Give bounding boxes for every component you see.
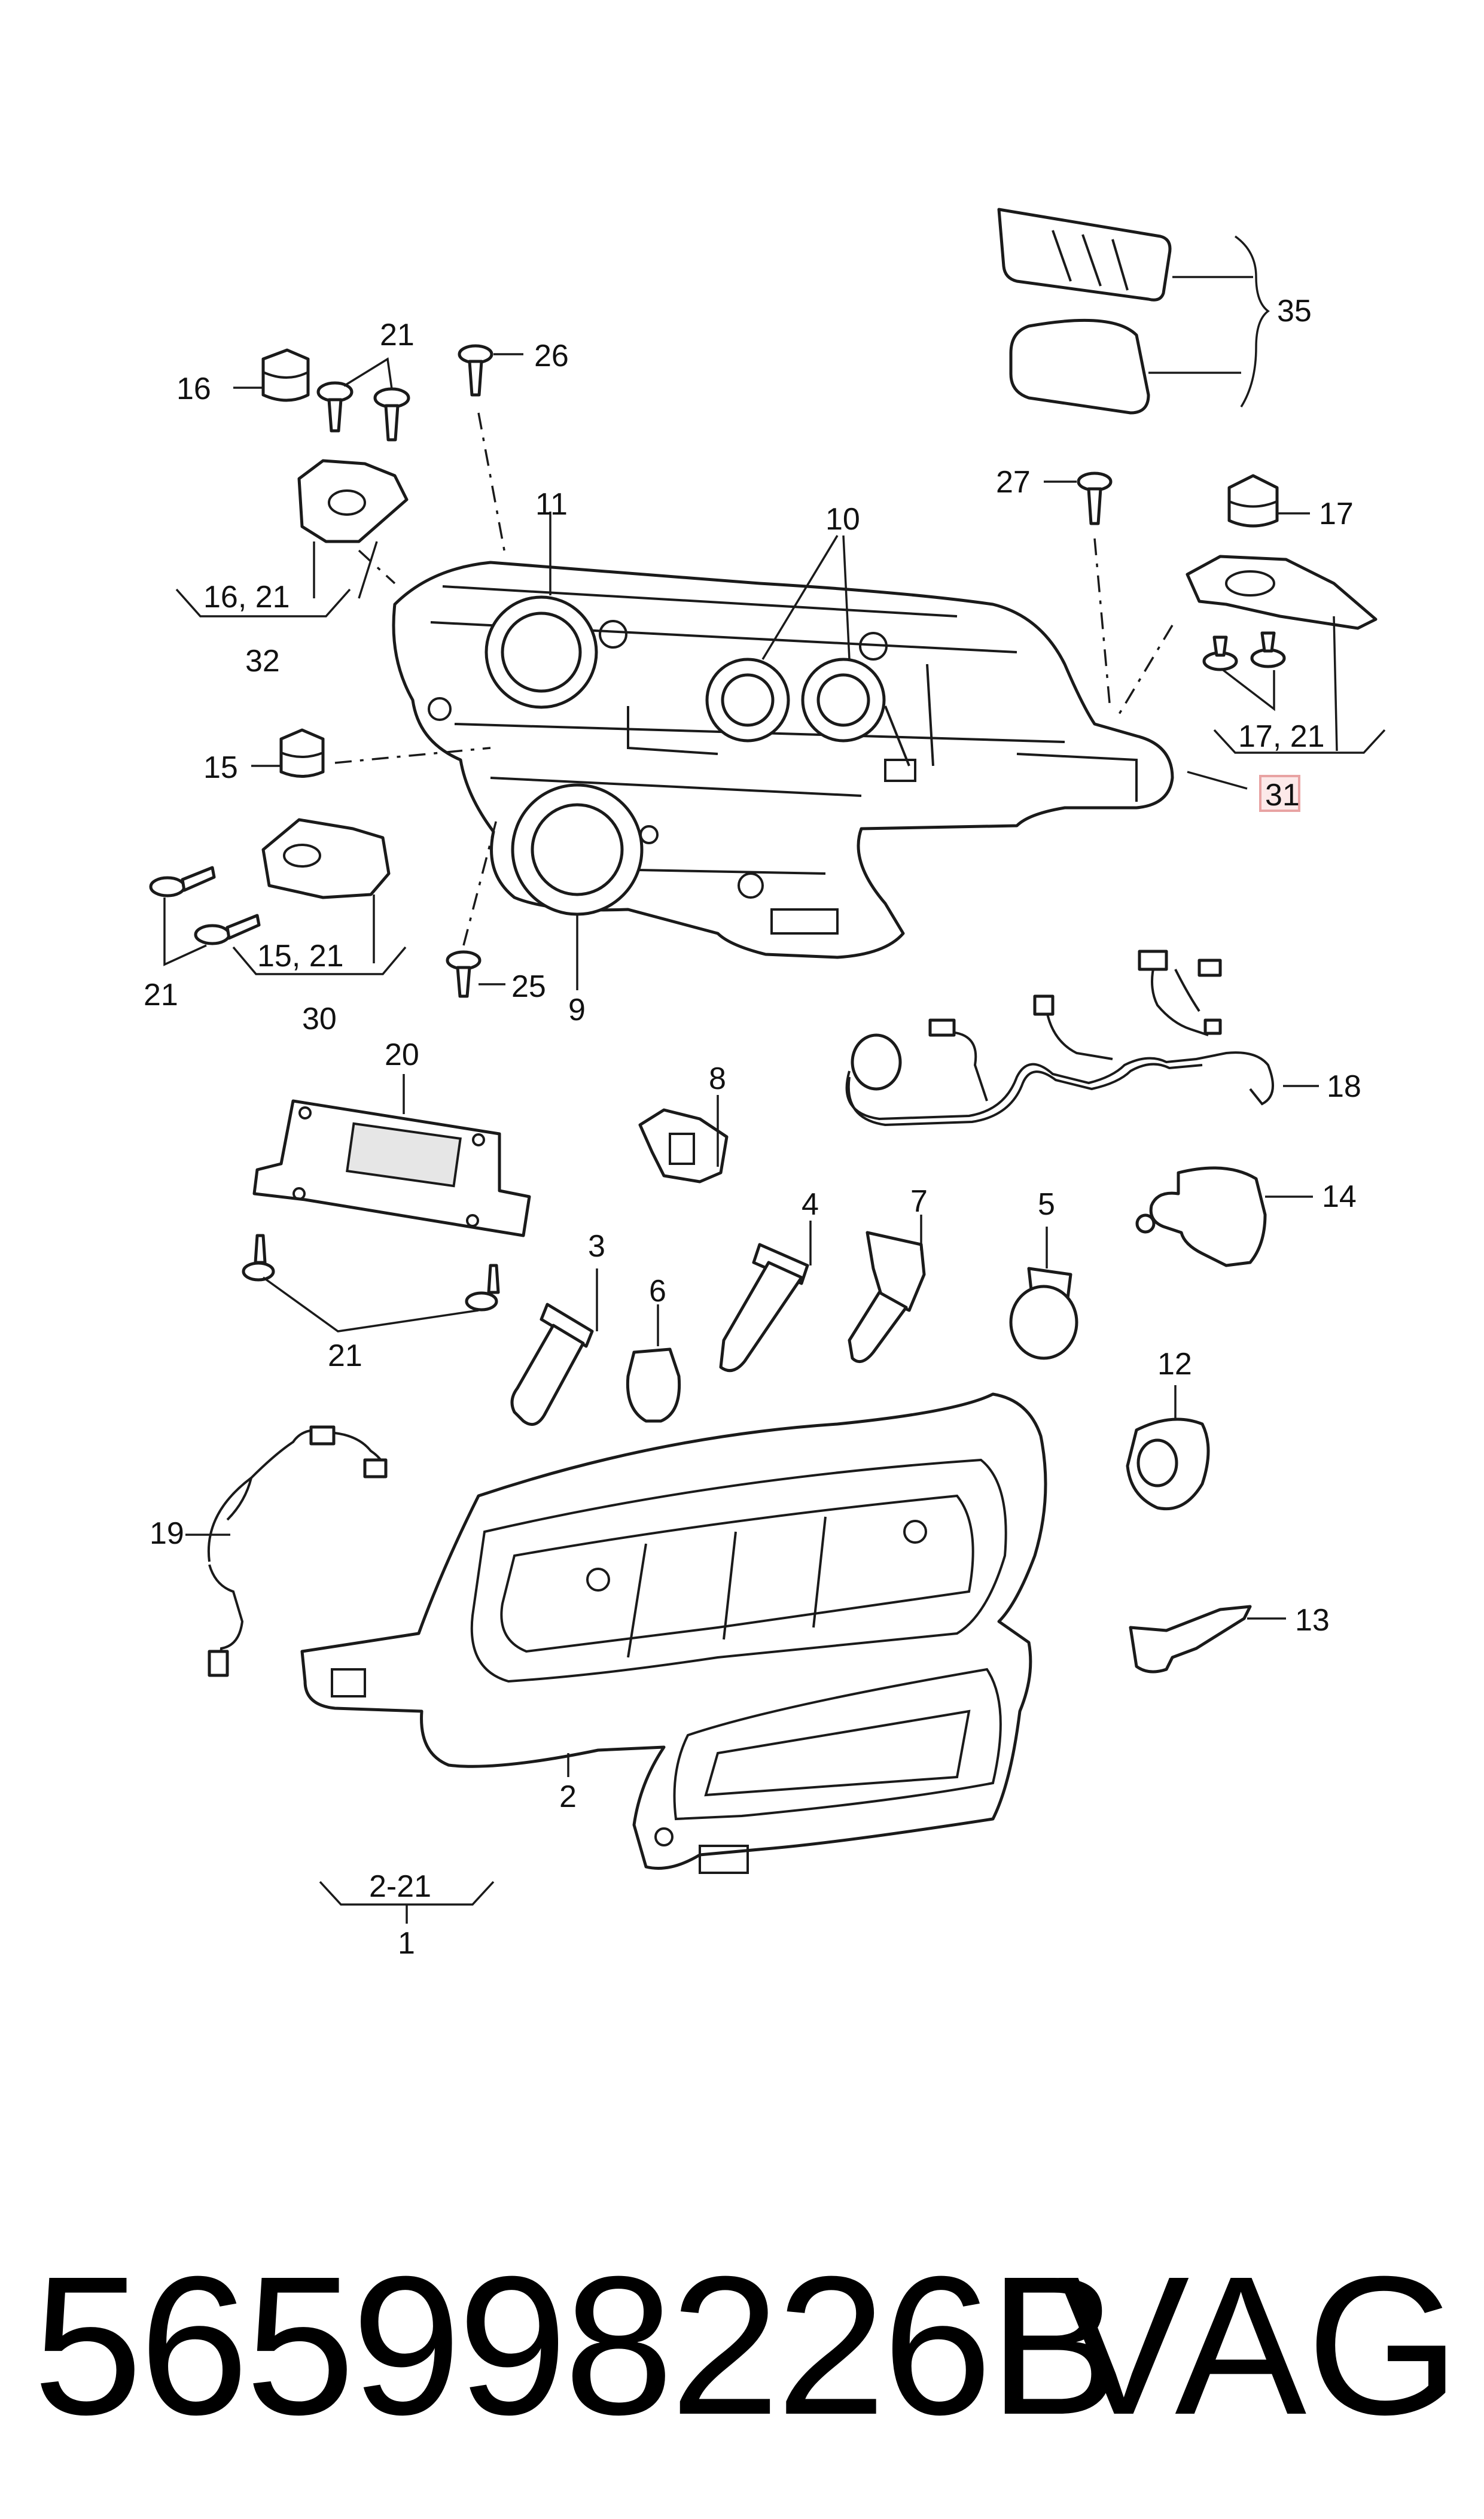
- callout-16: 16: [176, 372, 211, 406]
- callout-10: 10: [825, 502, 860, 537]
- callout-18: 18: [1327, 1069, 1361, 1104]
- part-30-bracket: [261, 818, 391, 963]
- callout-5: 5: [1038, 1187, 1055, 1222]
- part-32-bracket-left: [175, 459, 409, 617]
- callout-25: 25: [511, 969, 546, 1004]
- part-16-nut: [233, 348, 310, 402]
- part-8-adapter: [638, 1095, 729, 1184]
- parts-diagram: 35 16 21 26 16, 21 32 27: [144, 208, 1386, 1961]
- part-3-bulb: [510, 1268, 598, 1426]
- part-9-lamp-socket: [511, 783, 644, 990]
- part-6-bulb: [626, 1304, 681, 1423]
- callout-1: 1: [398, 1926, 415, 1961]
- callout-13: 13: [1295, 1603, 1330, 1638]
- part-21-screws-top: [316, 357, 410, 442]
- part-35-glass-covers: [997, 208, 1270, 415]
- callout-32: 32: [245, 644, 280, 679]
- callout-2-21: 2-21: [369, 1869, 431, 1904]
- part-number: 565998226B: [33, 2235, 1120, 2456]
- part-25-screw: [446, 819, 505, 998]
- part-10-lamp-sockets: [705, 535, 886, 743]
- part-13-seal: [1129, 1605, 1286, 1674]
- part-15-nut: [251, 728, 491, 778]
- callout-15-21: 15, 21: [257, 939, 344, 973]
- part-26-screw: [458, 344, 523, 557]
- footer: 565998226B VAG: [0, 2214, 1484, 2477]
- callout-27: 27: [996, 465, 1031, 500]
- callout-26: 26: [534, 339, 569, 373]
- part-20-control-module: [252, 1074, 531, 1237]
- callout-9: 9: [568, 993, 586, 1027]
- callout-7: 7: [910, 1184, 928, 1219]
- part-5-bulb: [1009, 1227, 1078, 1360]
- part-21-screws-mid: [149, 866, 407, 975]
- callout-17: 17: [1319, 497, 1354, 531]
- callout-21-bottom: 21: [328, 1338, 362, 1373]
- callout-35: 35: [1277, 294, 1312, 328]
- part-14-leveling-motor: [1135, 1166, 1313, 1267]
- callout-8: 8: [709, 1061, 726, 1096]
- callout-11: 11: [535, 487, 568, 522]
- part-12-cap: [1126, 1385, 1210, 1511]
- part-31-bracket-right: [1117, 555, 1386, 790]
- callout-16-21: 16, 21: [203, 580, 290, 614]
- callout-21-top: 21: [380, 318, 415, 352]
- callout-19: 19: [150, 1516, 184, 1551]
- callout-6: 6: [649, 1274, 666, 1309]
- part-19-harness: [185, 1425, 388, 1677]
- callout-4: 4: [802, 1187, 819, 1222]
- highlight-box-31: [1259, 775, 1300, 812]
- part-27-screw: [1044, 471, 1113, 704]
- part-11-lamp-socket: [484, 512, 598, 709]
- part-21-screws-bottom: [242, 1234, 500, 1332]
- part-7-bulb: [848, 1215, 926, 1364]
- callout-15: 15: [203, 750, 238, 785]
- callout-14: 14: [1322, 1179, 1357, 1214]
- part-2-headlight-assembly: [300, 1392, 1047, 1874]
- group-bracket-1: [319, 1881, 495, 1924]
- brand-name: VAG: [1058, 2235, 1460, 2456]
- part-18-wiring-harness: [845, 950, 1319, 1127]
- callout-12: 12: [1157, 1347, 1192, 1382]
- callout-3: 3: [588, 1229, 605, 1264]
- part-4-bulb: [719, 1221, 812, 1373]
- callout-31: 31: [1265, 778, 1300, 813]
- callout-2: 2: [559, 1779, 577, 1814]
- callout-17-21: 17, 21: [1238, 719, 1325, 754]
- callout-20: 20: [385, 1038, 419, 1072]
- callout-30: 30: [302, 1002, 337, 1036]
- callout-21-mid: 21: [144, 978, 178, 1012]
- part-17-nut: [1227, 474, 1310, 528]
